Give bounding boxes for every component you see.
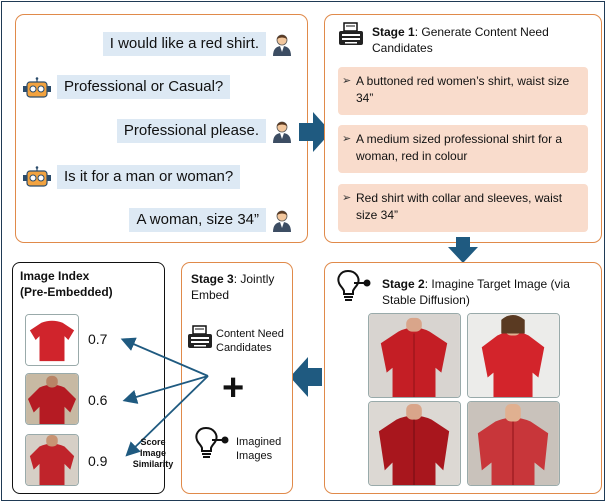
user-avatar-icon [273, 210, 291, 232]
candidate-item: ➢ Red shirt with collar and sleeves, wai… [338, 184, 588, 232]
candidate-text: A buttoned red women’s shirt, waist size… [356, 74, 570, 105]
stage1-title: Stage 1: Generate Content Need Candidate… [372, 25, 549, 55]
stage2-title: Stage 2: Imagine Target Image (via Stabl… [382, 277, 570, 307]
typewriter-icon [188, 325, 212, 348]
bot-icon [23, 77, 51, 98]
content-need-label: Content Need Candidates [216, 328, 284, 354]
index-shirt-image [25, 314, 79, 366]
similarity-score: 0.6 [88, 392, 108, 408]
generated-shirt-image [368, 313, 461, 398]
similarity-arrows [120, 337, 209, 457]
similarity-score: 0.9 [88, 453, 108, 469]
candidate-text: A medium sized professional shirt for a … [356, 132, 563, 163]
chat-message-user-3: A woman, size 34” [129, 208, 266, 232]
lightbulb-brain-icon [195, 426, 229, 458]
image-index-title: Image Index (Pre-Embedded) [20, 269, 113, 299]
chat-message-user-2: Professional please. [116, 119, 266, 143]
score-similarity-label: Score Image Similarity [132, 437, 174, 469]
index-shirt-image [25, 434, 79, 486]
lightbulb-brain-icon [337, 269, 371, 301]
chat-message-bot-2: Is it for a man or woman? [57, 165, 241, 189]
candidate-item: ➢ A medium sized professional shirt for … [338, 125, 588, 173]
arrow-left-icon [290, 357, 322, 397]
arrow-bullet-icon: ➢ [342, 75, 352, 87]
candidate-item: ➢ A buttoned red women’s shirt, waist si… [338, 67, 588, 115]
generated-shirt-image [368, 401, 461, 486]
stage3-title: Stage 3: Jointly Embed [191, 272, 275, 302]
arrow-bullet-icon: ➢ [342, 192, 352, 204]
candidate-text: Red shirt with collar and sleeves, waist… [356, 191, 563, 222]
user-avatar-icon [273, 34, 291, 56]
index-shirt-image [25, 373, 79, 425]
arrow-down-icon [448, 237, 478, 263]
arrow-right-icon [299, 112, 331, 152]
plus-sign: + [222, 367, 245, 409]
typewriter-icon [339, 22, 363, 45]
imagined-images-label: Imagined Images [236, 436, 282, 462]
chat-message-user-1: I would like a red shirt. [102, 32, 266, 56]
arrow-bullet-icon: ➢ [342, 133, 352, 145]
generated-shirt-image [467, 313, 560, 398]
bot-icon [23, 166, 51, 187]
user-avatar-icon [273, 121, 291, 143]
chat-message-bot-1: Professional or Casual? [57, 75, 231, 99]
similarity-score: 0.7 [88, 331, 108, 347]
generated-shirt-image [467, 401, 560, 486]
